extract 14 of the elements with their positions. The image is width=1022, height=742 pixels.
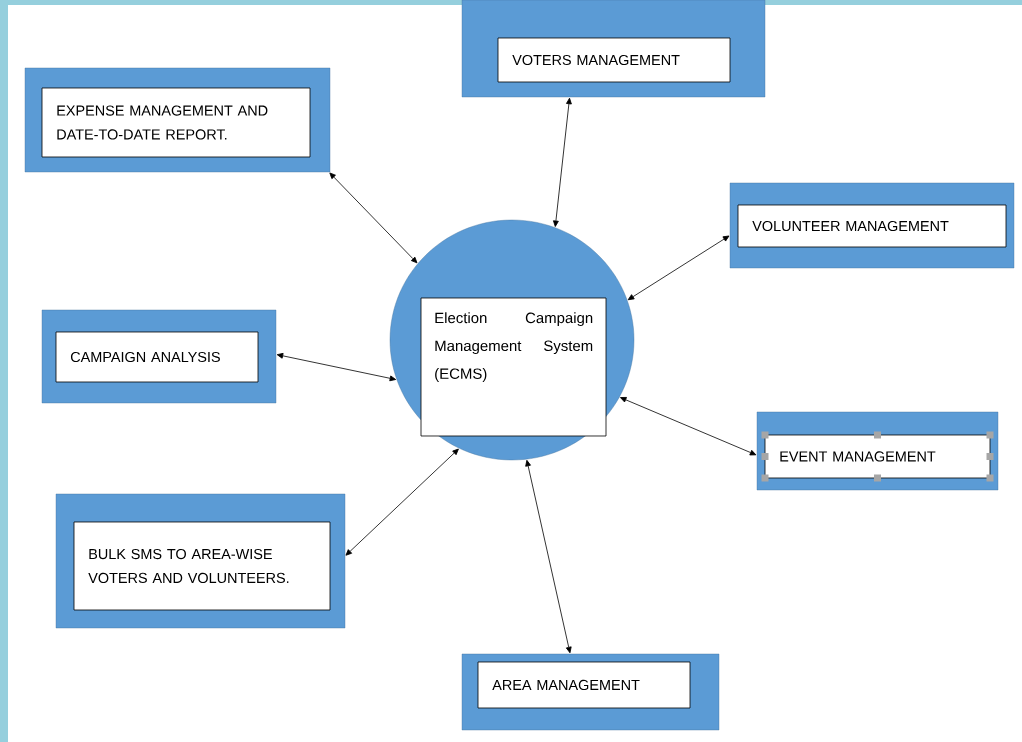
module-box: AREA MANAGEMENT: [461, 653, 720, 731]
module-box: BULK SMS TO AREA-WISE VOTERS AND VOLUNTEERS.: [55, 493, 346, 629]
arrow: [345, 448, 459, 556]
module-box: EXPENSE MANAGEMENT AND DATE-TO-DATE REPORT.: [24, 67, 331, 173]
arrow: [620, 397, 757, 456]
module-box: VOTERS MANAGEMENT: [461, 0, 766, 98]
arrow: [627, 235, 730, 301]
module-box: EVENT MANAGEMENT: [756, 411, 999, 491]
module-box: VOLUNTEER MANAGEMENT: [729, 182, 1015, 269]
arrow: [525, 459, 572, 654]
arrow: [276, 352, 397, 382]
arrow: [553, 97, 572, 227]
module-box: CAMPAIGN ANALYSIS: [41, 309, 277, 404]
arrow: [329, 172, 418, 264]
